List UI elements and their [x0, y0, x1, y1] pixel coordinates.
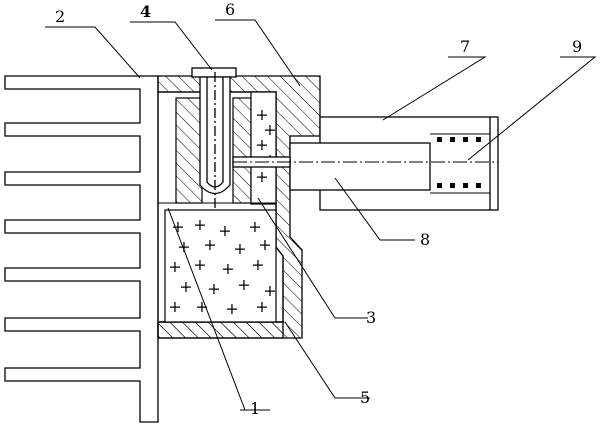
svg-text:+: + [177, 237, 190, 256]
leader-lines [45, 19, 597, 411]
label-8: 8 [420, 230, 430, 249]
spring-dots [437, 137, 481, 188]
svg-text:+: + [221, 259, 234, 278]
svg-text:+: + [193, 255, 206, 274]
svg-text:+: + [255, 105, 268, 124]
svg-text:+: + [171, 217, 184, 236]
svg-text:+: + [263, 120, 276, 139]
label-6: 6 [225, 0, 235, 19]
svg-text:+: + [258, 235, 271, 254]
svg-text:+: + [179, 277, 192, 296]
label-4: 4 [140, 2, 151, 21]
piston-rod [232, 142, 498, 191]
svg-text:+: + [193, 215, 206, 234]
svg-text:+: + [203, 235, 216, 254]
label-1: 1 [250, 399, 260, 418]
filler-block-lower [164, 209, 277, 323]
label-3: 3 [366, 308, 376, 327]
svg-text:+: + [195, 297, 208, 316]
svg-text:+: + [218, 221, 231, 240]
svg-text:+: + [233, 239, 246, 258]
pin-sleeve [175, 97, 203, 204]
svg-text:+: + [168, 257, 181, 276]
svg-text:+: + [255, 167, 268, 186]
pin-part [191, 67, 237, 212]
svg-text:+: + [225, 299, 238, 318]
svg-text:+: + [248, 217, 261, 236]
filler-block-upper [250, 91, 277, 205]
svg-text:+: + [263, 281, 276, 300]
label-5: 5 [360, 388, 370, 407]
label-2: 2 [55, 7, 65, 26]
svg-text:+: + [255, 135, 268, 154]
label-9: 9 [572, 37, 582, 56]
svg-text:+: + [251, 255, 264, 274]
heat-sink-fins [4, 75, 159, 423]
label-7: 7 [460, 37, 470, 56]
svg-text:+: + [255, 297, 268, 316]
svg-text:+: + [168, 297, 181, 316]
svg-text:+: + [237, 275, 250, 294]
svg-text:+: + [207, 279, 220, 298]
pin-sleeve-right [232, 97, 252, 204]
